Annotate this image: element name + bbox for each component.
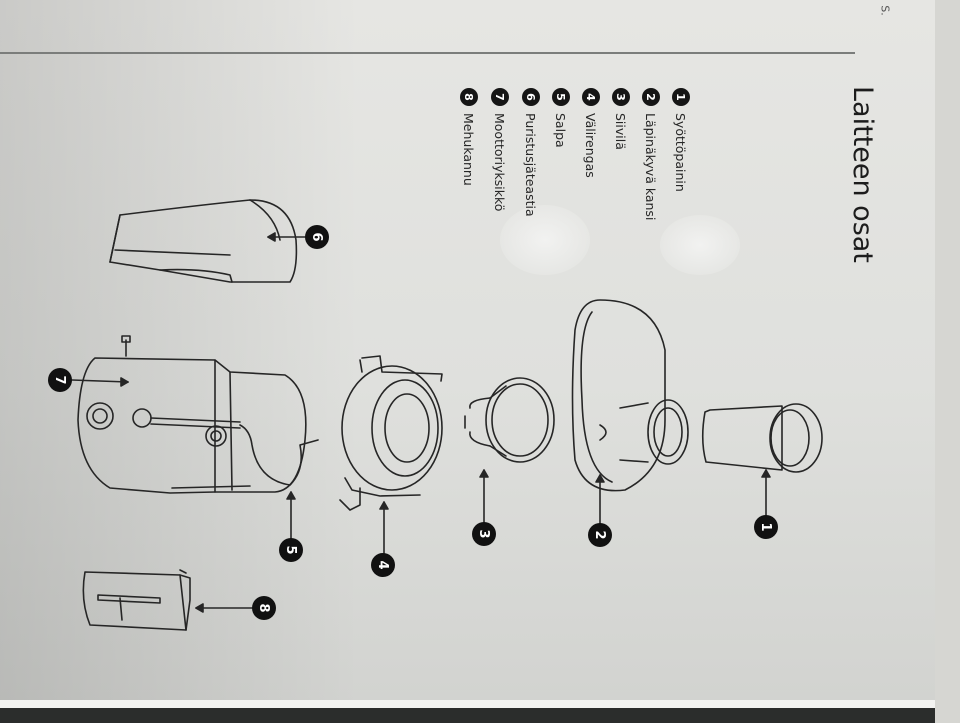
part-transparent-lid: [571, 299, 689, 492]
manual-page: [0, 0, 935, 708]
page-shadow: [0, 0, 360, 700]
arrow-7: [71, 377, 129, 387]
header-rule: [0, 52, 855, 54]
page-edge: [935, 0, 960, 723]
part-sieve: [464, 377, 555, 463]
callout-4: 4: [371, 553, 395, 577]
arrow-1: [761, 469, 771, 521]
arrow-8: [195, 603, 253, 613]
arrow-4: [379, 501, 389, 556]
light-glare: [660, 215, 740, 275]
callout-8: 8: [252, 596, 276, 620]
light-glare: [500, 205, 590, 275]
part-juice-jug: [82, 569, 191, 631]
arrow-3: [479, 469, 489, 526]
callout-3: 3: [472, 522, 496, 546]
callout-5: 5: [279, 538, 303, 562]
arrow-6: [267, 232, 306, 242]
arrow-5: [286, 491, 296, 541]
part-food-pusher: [701, 403, 823, 473]
callout-7: 7: [48, 368, 72, 392]
part-motor-unit: [77, 335, 319, 494]
callout-6: 6: [305, 225, 329, 249]
callout-2: 2: [588, 523, 612, 547]
part-pulp-container: [109, 199, 298, 283]
part-intermediate-ring: [339, 355, 443, 511]
callout-1: 1: [754, 515, 778, 539]
